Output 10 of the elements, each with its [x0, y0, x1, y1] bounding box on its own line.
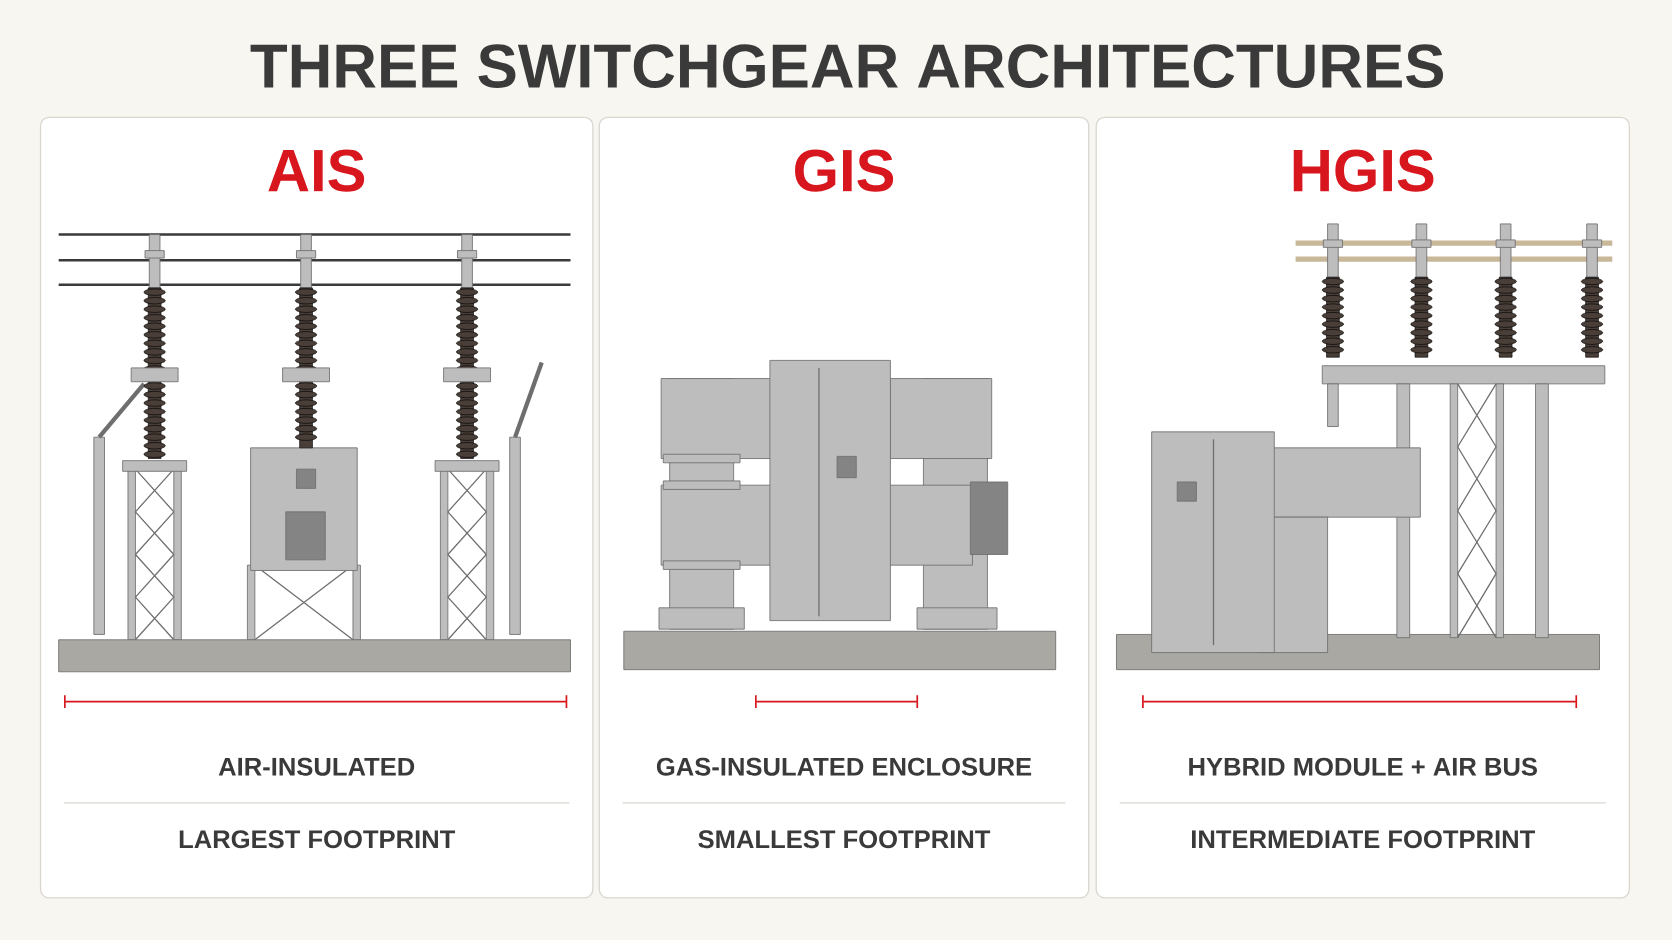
title: THREE SWITCHGEAR ARCHITECTURES — [250, 44, 1444, 88]
footprint-label: SMALLEST FOOTPRINT — [698, 829, 991, 848]
footprint-label: LARGEST FOOTPRINT — [179, 829, 456, 848]
card-subtitle: AIR-INSULATED — [218, 757, 415, 776]
card-heading: HGIS — [1293, 149, 1434, 192]
footprint-label: INTERMEDIATE FOOTPRINT — [1192, 829, 1535, 848]
card-subtitle: HYBRID MODULE + AIR BUS — [1189, 757, 1537, 776]
card-heading: GIS — [795, 149, 894, 192]
card-subtitle: GAS-INSULATED ENCLOSURE — [656, 757, 1032, 776]
card-heading: AIS — [268, 149, 365, 192]
